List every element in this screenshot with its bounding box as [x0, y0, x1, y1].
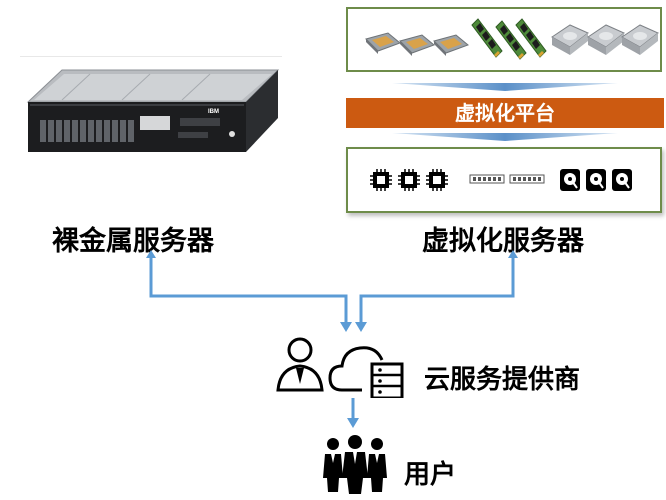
- user-label: 用户: [404, 460, 457, 490]
- person-icon: [276, 337, 324, 392]
- down-arrow-to-platform: [392, 83, 618, 91]
- bare-metal-connector: [146, 250, 352, 332]
- rack-server-image: IBM: [26, 69, 280, 152]
- bare-metal-server-label: 裸金属服务器: [52, 226, 214, 257]
- cloud-server-icon: [328, 346, 404, 398]
- server-brand-logo: IBM: [208, 109, 219, 115]
- provider-to-user-connector: [347, 398, 359, 428]
- virtualization-platform-bar: 虚拟化平台: [346, 98, 664, 128]
- cloud-provider-icons: [276, 337, 404, 398]
- user-group-icon: [323, 435, 387, 494]
- virtual-server-label: 虚拟化服务器: [422, 226, 584, 257]
- image-divider: [20, 56, 282, 57]
- cloud-provider-label: 云服务提供商: [424, 365, 581, 395]
- virtual-server-connector: [355, 250, 518, 332]
- down-arrow-from-platform: [392, 133, 618, 141]
